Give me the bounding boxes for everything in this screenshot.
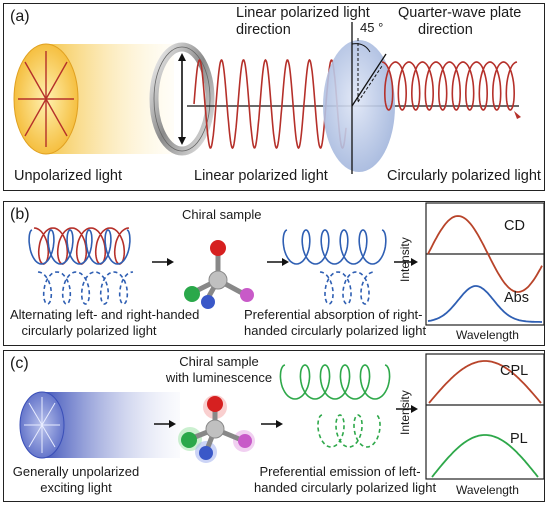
abs-curve <box>427 285 542 323</box>
left-handed-coil <box>28 229 131 265</box>
alternating-dashed-coil <box>37 271 134 305</box>
panel-c-illustration <box>19 353 545 480</box>
preferential-absorption-label: Preferential absorption of right-handed … <box>244 307 427 338</box>
x-axis-label: Wavelength <box>456 483 519 497</box>
pl-label: PL <box>510 431 528 447</box>
angle-label: 45 ° <box>360 20 384 35</box>
cpl-label: CPL <box>500 363 529 379</box>
pl-curve <box>431 434 539 478</box>
panel-a-illustration <box>13 22 521 174</box>
panel-b: (b) Chiral sample Alternating left- and … <box>3 201 545 346</box>
emitted-left-coil <box>279 364 391 400</box>
cd-label: CD <box>504 218 525 234</box>
panel-c-tag: (c) <box>10 355 29 372</box>
transmitted-left-coil <box>282 229 387 265</box>
linear-polarized-wave <box>193 58 347 150</box>
abs-label: Abs <box>504 290 529 306</box>
cpl-pl-spectrum-frame <box>425 353 545 480</box>
quarter-wave-direction-line <box>351 53 387 107</box>
circular-polarized-wave <box>381 61 518 111</box>
cd-abs-spectrum-frame <box>425 202 545 326</box>
quarter-wave-plate <box>323 40 395 172</box>
angle-arc <box>351 43 371 53</box>
luminescent-molecule-icon <box>178 395 255 463</box>
circularly-polarized-light-label: Circularly polarized light <box>387 168 541 184</box>
unpolarized-light-label: Unpolarized light <box>14 168 123 184</box>
linear-polarized-light-label: Linear polarized light <box>194 168 328 184</box>
chiral-molecule-icon <box>184 240 254 309</box>
absorbed-right-coil <box>319 271 375 305</box>
cpl-curve <box>428 360 542 404</box>
x-axis-label: Wavelength <box>456 328 519 342</box>
exciting-arrows-icon <box>24 397 60 453</box>
weaker-right-coil <box>317 414 381 448</box>
panel-a-tag: (a) <box>10 8 30 25</box>
circular-wave-arrowhead-icon <box>514 111 521 119</box>
panel-b-tag: (b) <box>10 206 30 223</box>
y-axis-label: Intensity <box>398 237 412 282</box>
panel-b-illustration <box>28 202 545 326</box>
y-axis-label: Intensity <box>398 390 412 435</box>
unpolarized-arrows-icon <box>18 51 74 147</box>
chiral-sample-label: Chiral sample <box>182 207 262 222</box>
cd-curve <box>427 215 543 293</box>
preferential-emission-label: Preferential emission of left-handed cir… <box>254 464 437 495</box>
